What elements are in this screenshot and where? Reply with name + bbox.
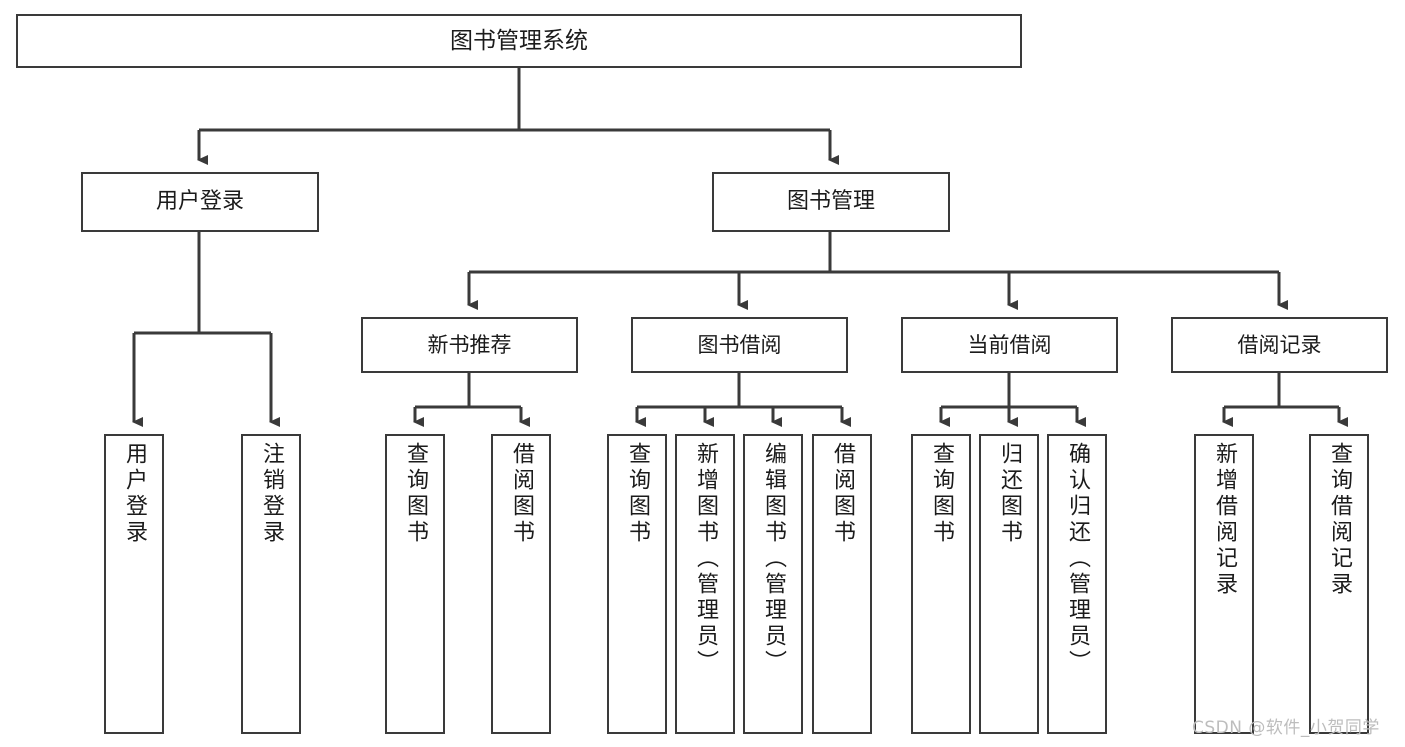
leaf-borrow-record-2-label: 查询借阅记录 [1327,442,1352,598]
node-borrow-record[interactable]: 借阅记录 [1171,317,1388,373]
leaf-current-borrow-3[interactable]: 确认归还（管理员） [1047,434,1107,734]
leaf-book-borrow-3[interactable]: 编辑图书（管理员） [743,434,803,734]
leaf-borrow-record-2[interactable]: 查询借阅记录 [1309,434,1369,734]
leaf-book-borrow-1[interactable]: 查询图书 [607,434,667,734]
node-book-management[interactable]: 图书管理 [712,172,950,232]
node-root-label: 图书管理系统 [450,27,588,54]
node-root[interactable]: 图书管理系统 [16,14,1022,68]
leaf-user-login-2-label: 注销登录 [259,442,284,546]
node-book-borrow[interactable]: 图书借阅 [631,317,848,373]
node-book-borrow-label: 图书借阅 [697,332,782,357]
node-user-login-label: 用户登录 [155,189,244,215]
leaf-book-borrow-3-label: 编辑图书（管理员） [761,442,786,676]
watermark-text: CSDN @软件_小贺同学 [1192,718,1380,738]
leaf-book-borrow-2-label: 新增图书（管理员） [693,442,718,676]
node-user-login[interactable]: 用户登录 [81,172,319,232]
leaf-new-book-2-label: 借阅图书 [509,442,534,546]
node-new-book-recommend-label: 新书推荐 [427,332,512,357]
leaf-borrow-record-1[interactable]: 新增借阅记录 [1194,434,1254,734]
leaf-user-login-1[interactable]: 用户登录 [104,434,164,734]
leaf-book-borrow-2[interactable]: 新增图书（管理员） [675,434,735,734]
leaf-book-borrow-4[interactable]: 借阅图书 [812,434,872,734]
leaf-current-borrow-1[interactable]: 查询图书 [911,434,971,734]
leaf-book-borrow-1-label: 查询图书 [625,442,650,546]
leaf-new-book-1-label: 查询图书 [403,442,428,546]
node-new-book-recommend[interactable]: 新书推荐 [361,317,578,373]
node-current-borrow[interactable]: 当前借阅 [901,317,1118,373]
node-book-management-label: 图书管理 [786,189,875,215]
leaf-user-login-1-label: 用户登录 [122,442,147,546]
leaf-current-borrow-2-label: 归还图书 [997,442,1022,546]
leaf-new-book-1[interactable]: 查询图书 [385,434,445,734]
leaf-current-borrow-2[interactable]: 归还图书 [979,434,1039,734]
node-current-borrow-label: 当前借阅 [967,332,1052,357]
leaf-current-borrow-1-label: 查询图书 [929,442,954,546]
leaf-current-borrow-3-label: 确认归还（管理员） [1065,442,1090,676]
node-borrow-record-label: 借阅记录 [1237,332,1322,357]
leaf-book-borrow-4-label: 借阅图书 [830,442,855,546]
leaf-new-book-2[interactable]: 借阅图书 [491,434,551,734]
leaf-borrow-record-1-label: 新增借阅记录 [1212,442,1237,598]
leaf-user-login-2[interactable]: 注销登录 [241,434,301,734]
